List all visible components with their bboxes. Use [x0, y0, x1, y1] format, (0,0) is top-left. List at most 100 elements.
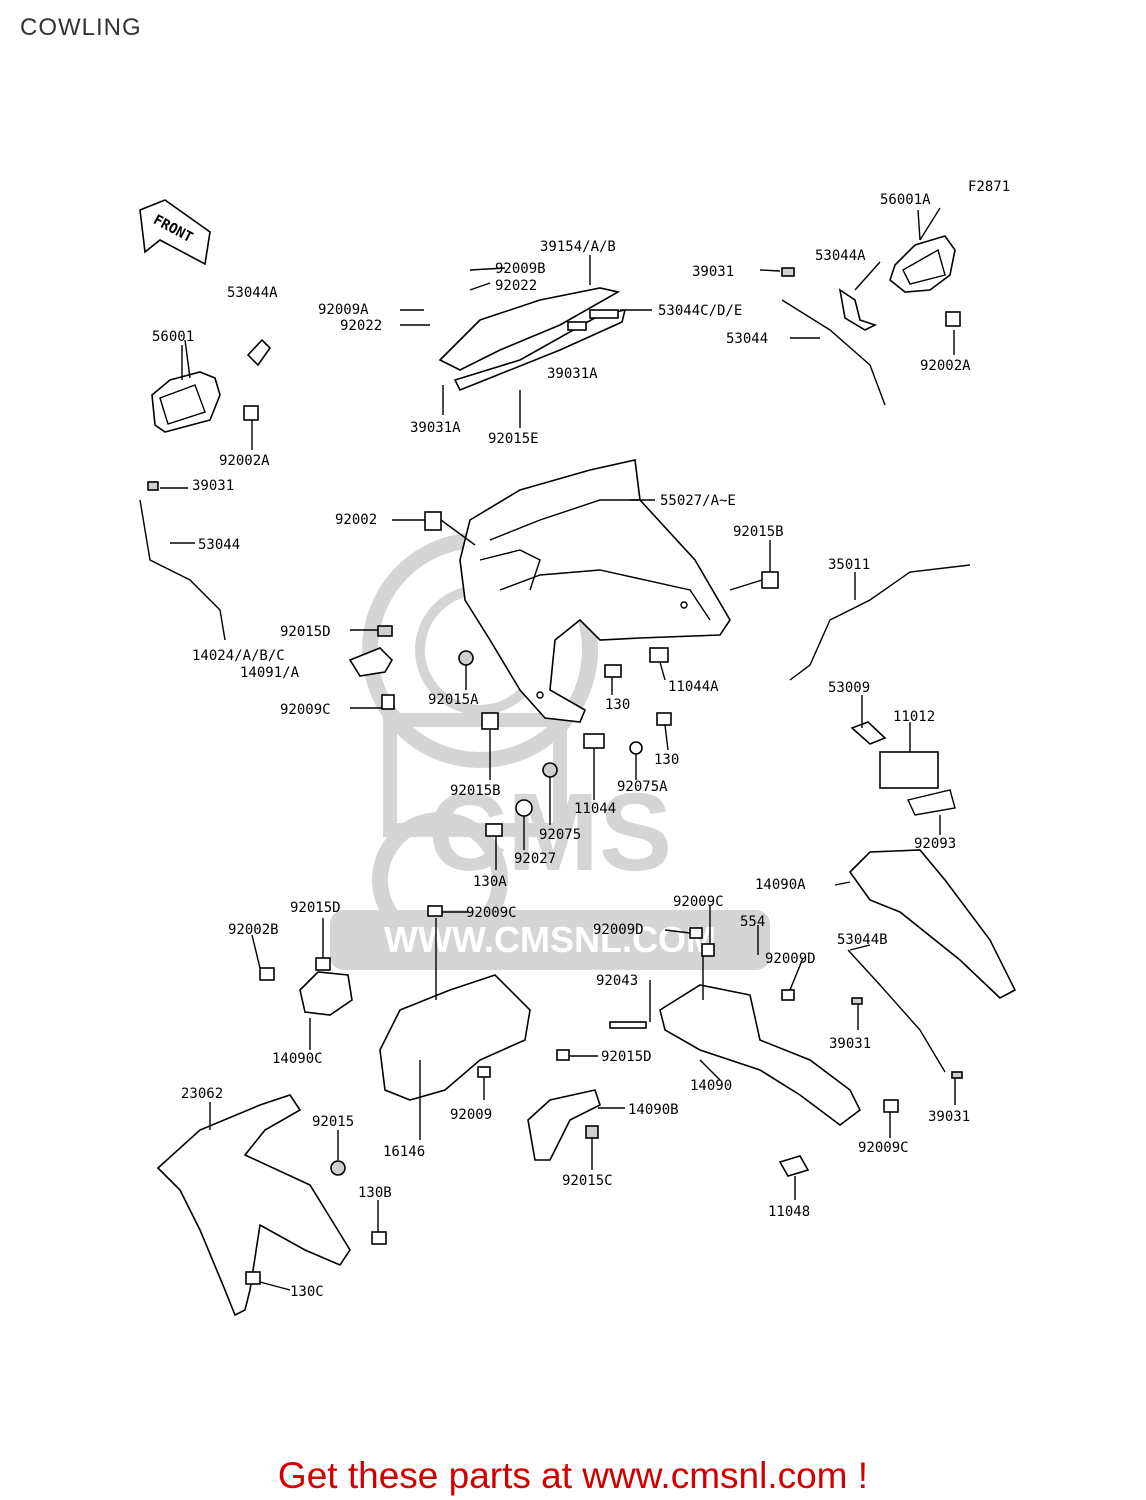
nut-92015d-mid-icon: [556, 1049, 570, 1061]
part-label: 11012: [893, 709, 935, 725]
part-label: 130A: [473, 874, 507, 890]
part-label: 53044A: [227, 285, 278, 301]
bracket-53009-icon: [850, 721, 887, 745]
screw-92009-icon: [477, 1066, 491, 1078]
part-label: 92015C: [562, 1173, 613, 1189]
page-title: COWLING: [20, 14, 142, 41]
nut-92015-icon: [330, 1160, 346, 1176]
part-label: 39031: [692, 264, 734, 280]
damper-11044-icon: [583, 733, 605, 749]
bolt-92002b-icon: [259, 967, 275, 981]
wire-left-part: [139, 499, 226, 641]
part-label: 92093: [914, 836, 956, 852]
part-label: 92009D: [593, 922, 644, 938]
part-label: 92009C: [858, 1140, 909, 1156]
bracket-14091-icon: [348, 647, 394, 677]
washer-92075-icon: [542, 762, 558, 778]
part-label: 92009D: [765, 951, 816, 967]
part-label: 53044: [198, 537, 240, 553]
part-label: 39154/A/B: [540, 239, 616, 255]
cover-16146-part: [379, 974, 531, 1101]
part-label: 92009: [450, 1107, 492, 1123]
clip-92002-icon: [424, 511, 442, 531]
nut-92015a-icon: [458, 650, 474, 666]
stay-23062-part: [156, 1094, 351, 1317]
grommet-39031-lower-icon: [851, 997, 863, 1005]
bolt-130-lower-icon: [656, 712, 672, 726]
part-label: 92015B: [450, 783, 501, 799]
part-label: 39031: [829, 1036, 871, 1052]
part-label: 92022: [340, 318, 382, 334]
part-label: 92009C: [280, 702, 331, 718]
part-label: 92075A: [617, 779, 668, 795]
part-label: 554: [740, 914, 765, 930]
part-label: 56001: [152, 329, 194, 345]
washer-92027-icon: [515, 799, 533, 817]
part-label: 92075: [539, 827, 581, 843]
part-label: 53044C/D/E: [658, 303, 742, 319]
bolt-130c-icon: [245, 1271, 261, 1285]
screw-92009c-icon: [381, 694, 395, 710]
part-label: 53044A: [815, 248, 866, 264]
clamp-11048-icon: [778, 1155, 810, 1177]
part-label: 92015D: [601, 1049, 652, 1065]
part-label: 92027: [514, 851, 556, 867]
bracket-53044a-icon: [838, 288, 878, 331]
screw-92009c-upper-icon: [427, 905, 443, 917]
bolt-92043-icon: [609, 1021, 647, 1029]
part-label: 92002B: [228, 922, 279, 938]
part-label: 92002A: [920, 358, 971, 374]
part-label: 35011: [828, 557, 870, 573]
part-label: 92009C: [673, 894, 724, 910]
part-label: 11044: [574, 801, 616, 817]
figure-code: F2871: [968, 179, 1010, 195]
bracket-14090c-part: [299, 971, 353, 1016]
part-label: 130C: [290, 1284, 324, 1300]
bolt-130a-icon: [485, 823, 503, 837]
part-label: 16146: [383, 1144, 425, 1160]
part-label: 14090C: [272, 1051, 323, 1067]
part-label: 92015E: [488, 431, 539, 447]
relay-11012-icon: [879, 751, 939, 789]
part-label: 92009C: [466, 905, 517, 921]
windscreen-part: [438, 287, 627, 392]
part-label: 14024/A/B/C: [192, 648, 285, 664]
footer-cta-link[interactable]: Get these parts at www.cmsnl.com !: [277, 1455, 869, 1496]
part-label: 130: [605, 697, 630, 713]
part-label: 11044A: [668, 679, 719, 695]
bolt-130b-icon: [371, 1231, 387, 1245]
part-label: 39031A: [410, 420, 461, 436]
bolt-92002a-left-icon: [243, 405, 259, 421]
mirror-left-part: [151, 339, 221, 433]
part-label: 92015: [312, 1114, 354, 1130]
cover-14090b-part: [527, 1089, 601, 1161]
grommet-39031-left-icon: [147, 481, 159, 491]
grommet-92015b-lower-icon: [481, 712, 499, 730]
upper-cowling-part: [459, 459, 731, 723]
part-label: 14091/A: [240, 665, 300, 681]
front-direction-arrow-icon: FRONT: [139, 199, 211, 266]
wire-53044b-part: [847, 949, 946, 1073]
part-label: 14090: [690, 1078, 732, 1094]
bracket-53044a-left-icon: [246, 338, 272, 367]
part-label: 130: [654, 752, 679, 768]
part-label: 14090B: [628, 1102, 679, 1118]
part-label: 92015A: [428, 692, 479, 708]
nut-92015c-icon: [585, 1125, 599, 1139]
grommet-92015b-icon: [761, 571, 779, 589]
part-label: 53044: [726, 331, 768, 347]
part-label: 39031: [928, 1109, 970, 1125]
band-92093-icon: [907, 789, 956, 816]
screw-92009c-right-icon: [883, 1099, 899, 1113]
part-label: 130B: [358, 1185, 392, 1201]
part-label: 39031: [192, 478, 234, 494]
grommet-39031-right-icon: [951, 1071, 963, 1079]
watermark-url: WWW.CMSNL.COM: [384, 919, 716, 960]
part-label: 92002A: [219, 453, 270, 469]
part-label: 92009A: [318, 302, 369, 318]
part-label: 92022: [495, 278, 537, 294]
part-label: 53009: [828, 680, 870, 696]
inner-cover-14090a-part: [848, 849, 1017, 999]
grommet-39031-icon: [781, 267, 795, 277]
